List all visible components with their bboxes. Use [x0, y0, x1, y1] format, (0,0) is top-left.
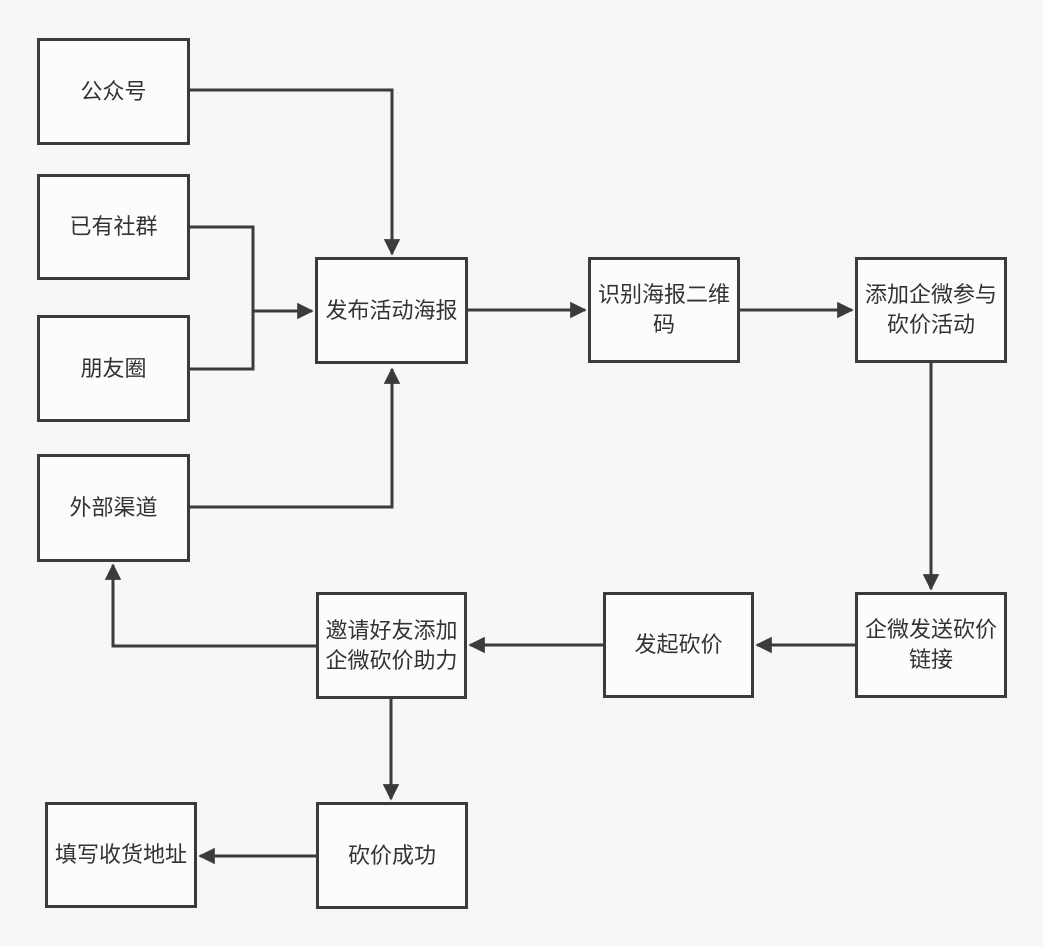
node-official-account: 公众号 [37, 38, 190, 145]
node-existing-community-label: 已有社群 [69, 214, 158, 240]
node-moments-label: 朋友圈 [80, 355, 147, 381]
node-scan-poster-qrcode-label: 识别海报二维码 [597, 282, 730, 337]
node-fill-shipping-address: 填写收货地址 [45, 802, 197, 908]
edge-external-channel-to-publish-poster [190, 367, 401, 509]
node-publish-poster-label: 发布活动海报 [325, 297, 458, 323]
node-start-bargain-label: 发起砍价 [634, 632, 723, 658]
node-invite-friends-assist: 邀请好友添加企微砍价助力 [316, 592, 467, 699]
node-fill-shipping-address-label: 填写收货地址 [54, 842, 187, 868]
node-add-wecom-join-bargain: 添加企微参与砍价活动 [855, 257, 1007, 363]
node-wecom-send-bargain-link: 企微发送砍价链接 [855, 592, 1007, 698]
node-add-wecom-join-bargain-label: 添加企微参与砍价活动 [864, 282, 997, 337]
edge-existing-community-trunk [190, 225, 255, 311]
edge-moments-trunk [190, 311, 255, 371]
node-scan-poster-qrcode: 识别海报二维码 [588, 257, 740, 363]
node-external-channel: 外部渠道 [37, 454, 190, 562]
node-external-channel-label: 外部渠道 [69, 495, 158, 521]
edge-official-account-to-publish-poster [190, 88, 401, 256]
node-bargain-success-label: 砍价成功 [347, 842, 436, 868]
node-invite-friends-assist-label: 邀请好友添加企微砍价助力 [325, 617, 458, 673]
node-start-bargain: 发起砍价 [603, 592, 754, 698]
node-publish-poster: 发布活动海报 [315, 257, 468, 364]
node-wecom-send-bargain-link-label: 企微发送砍价链接 [864, 617, 997, 672]
node-existing-community: 已有社群 [37, 174, 190, 280]
node-moments: 朋友圈 [37, 315, 190, 422]
node-bargain-success: 砍价成功 [316, 802, 468, 909]
edge-invite-friends-to-external-channel [104, 563, 316, 648]
node-official-account-label: 公众号 [80, 78, 147, 104]
